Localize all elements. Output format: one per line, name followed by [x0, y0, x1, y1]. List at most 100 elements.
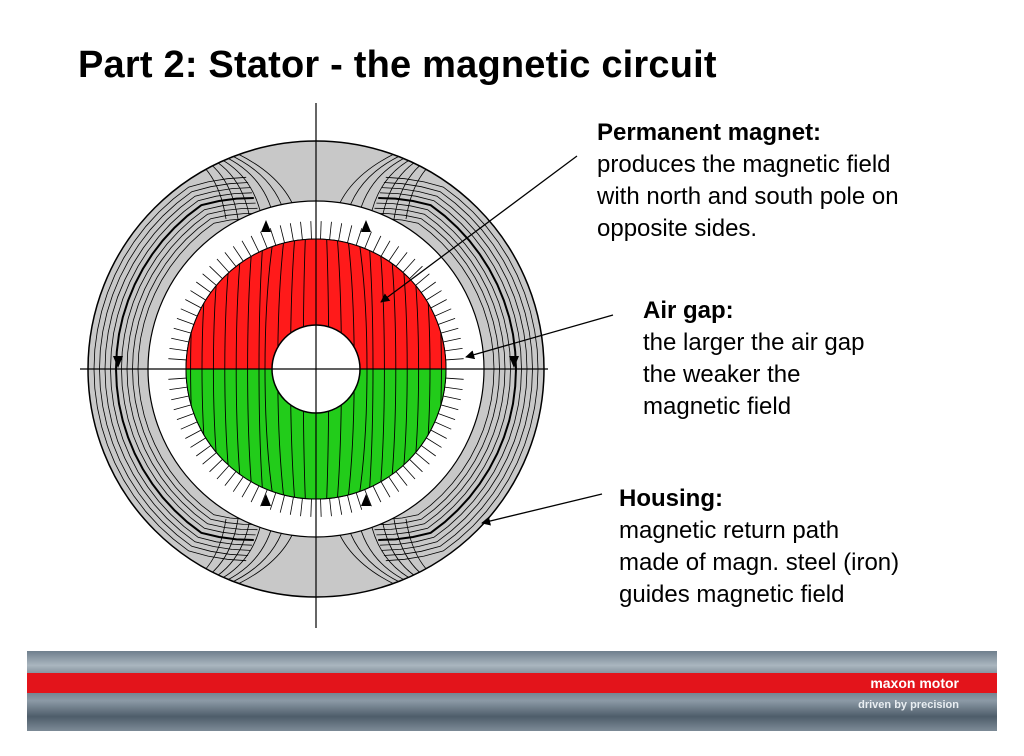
air-gap-hatch — [380, 481, 391, 498]
field-direction-arrows — [113, 220, 519, 506]
air-gap-hatch — [338, 223, 343, 242]
air-gap-hatch — [388, 476, 400, 492]
air-gap-hatch — [190, 290, 206, 301]
air-gap-hatch — [180, 421, 198, 430]
air-gap-hatch — [232, 246, 244, 262]
air-gap-hatch — [171, 337, 189, 343]
air-gap-hatch — [426, 437, 442, 448]
air-gap-hatch — [190, 437, 206, 448]
air-gap-hatch — [347, 495, 353, 513]
air-gap-hatch — [430, 429, 447, 439]
air-gap-hatch — [260, 231, 268, 249]
air-gap-hatch — [438, 413, 456, 420]
air-gap-hatch — [196, 281, 212, 293]
air-gap-hatch — [445, 358, 464, 361]
permanent-magnet-heading: Permanent magnet: — [597, 119, 822, 146]
housing-leader-line — [481, 493, 603, 526]
air-gap-hatch — [310, 498, 312, 517]
air-gap-hatch — [338, 496, 343, 515]
housing-heading: Housing: — [619, 485, 723, 512]
air-gap-hatch — [364, 489, 372, 507]
air-gap-hatch — [402, 258, 416, 273]
air-gap-text: the weaker the — [643, 361, 801, 388]
air-gap-hatch — [415, 273, 430, 286]
air-gap-hatch — [202, 452, 217, 465]
air-gap-hatch — [445, 377, 464, 380]
air-gap-hatch — [168, 377, 187, 380]
air-gap-hatch — [279, 225, 285, 243]
field-arrow-icon — [261, 220, 271, 232]
housing-text: magnetic return path — [619, 517, 840, 544]
air-gap-hatch — [415, 452, 430, 465]
housing-text: made of magn. steel (iron) — [619, 549, 900, 576]
air-gap-hatch — [224, 252, 237, 267]
air-gap-hatch — [250, 235, 260, 253]
air-gap-hatch — [269, 492, 277, 510]
air-gap-hatch — [426, 290, 442, 301]
air-gap-hatch — [395, 471, 408, 486]
field-arrow-icon — [509, 356, 519, 368]
air-gap-leader-line — [465, 314, 614, 360]
air-gap-hatch — [388, 246, 400, 262]
air-gap-hatch — [443, 337, 461, 343]
air-gap-hatch — [420, 281, 436, 293]
air-gap-hatch — [434, 421, 452, 430]
air-gap-hatch — [180, 308, 198, 317]
air-gap-hatching — [168, 221, 464, 517]
air-gap-hatch — [320, 498, 322, 517]
air-gap-hatch — [169, 348, 188, 352]
air-gap-hatch — [209, 265, 223, 279]
air-gap-hatch — [320, 221, 322, 240]
air-gap-hatch — [434, 308, 452, 317]
air-gap-hatch — [440, 327, 459, 334]
air-gap-hatch — [380, 240, 391, 257]
air-gap-hatch — [409, 459, 423, 473]
air-gap-hatch — [329, 498, 332, 517]
air-gap-text: the larger the air gap — [643, 329, 865, 356]
air-gap-hatch — [241, 481, 252, 498]
air-gap-hatch — [347, 225, 353, 243]
air-gap-hatch — [444, 386, 463, 390]
air-gap-heading: Air gap: — [643, 297, 734, 324]
footer-banner: maxon motor driven by precision — [27, 651, 997, 731]
air-gap-hatch — [443, 395, 461, 401]
air-gap-hatch — [185, 429, 202, 439]
brand-tagline: driven by precision — [858, 699, 959, 711]
field-arrow-icon — [261, 494, 271, 506]
air-gap-hatch — [168, 358, 187, 361]
air-gap-hatch — [260, 489, 268, 507]
air-gap-hatch — [355, 228, 363, 246]
permanent-magnet-label: Permanent magnet: produces the magnetic … — [597, 117, 899, 245]
air-gap-hatch — [289, 496, 294, 515]
air-gap-hatch — [438, 318, 456, 325]
air-gap-hatch — [216, 258, 230, 273]
air-gap-text: magnetic field — [643, 393, 792, 420]
air-gap-hatch — [202, 273, 217, 286]
air-gap-hatch — [300, 498, 303, 517]
air-gap-hatch — [209, 459, 223, 473]
air-gap-hatch — [171, 395, 189, 401]
air-gap-hatch — [196, 445, 212, 457]
air-gap-hatch — [420, 445, 436, 457]
air-gap-hatch — [216, 465, 230, 480]
footer-red-stripe — [27, 673, 997, 693]
air-gap-hatch — [169, 386, 188, 390]
air-gap-hatch — [372, 235, 382, 253]
air-gap-hatch — [409, 265, 423, 279]
air-gap-hatch — [355, 492, 363, 510]
air-gap-hatch — [440, 404, 459, 411]
air-gap-hatch — [372, 485, 382, 503]
air-gap-hatch — [269, 228, 277, 246]
air-gap-hatch — [430, 299, 447, 309]
air-gap-hatch — [176, 413, 194, 420]
air-gap-hatch — [310, 221, 312, 240]
air-gap-hatch — [224, 471, 237, 486]
air-gap-hatch — [173, 327, 192, 334]
air-gap-hatch — [364, 231, 372, 249]
air-gap-hatch — [185, 299, 202, 309]
slide-title: Part 2: Stator - the magnetic circuit — [78, 44, 717, 86]
air-gap-label: Air gap: the larger the air gap the weak… — [643, 295, 864, 423]
field-arrow-icon — [361, 494, 371, 506]
housing-label: Housing: magnetic return path made of ma… — [619, 483, 899, 611]
air-gap-hatch — [173, 404, 192, 411]
